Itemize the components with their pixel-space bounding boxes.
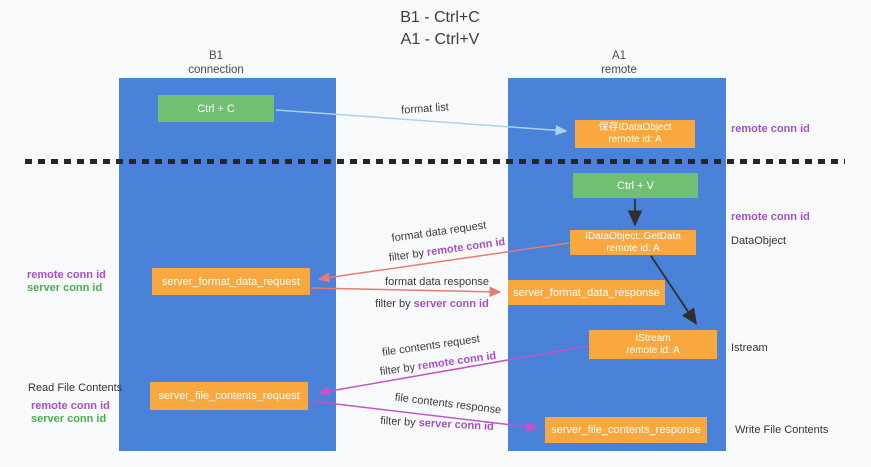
server-conn-id-text: server conn id — [413, 298, 489, 310]
server-format-data-request-box: server_format_data_request — [152, 268, 310, 295]
istream-box: IStream remote id: A — [589, 330, 717, 359]
left-column-name: B1 — [208, 50, 224, 62]
phase-divider-dashed-line — [25, 159, 845, 164]
right-column-subtitle: remote — [601, 64, 637, 76]
left-remote-conn-id-label-2: remote conn id — [31, 400, 110, 412]
ctrl-v-box: Ctrl + V — [573, 173, 698, 198]
left-column-subtitle: connection — [188, 64, 244, 76]
filter-by-text: filter by — [375, 298, 411, 310]
server-format-data-request-label: server_format_data_request — [161, 275, 301, 288]
ctrl-v-label: Ctrl + V — [617, 179, 654, 192]
idataobject-getdata-line1: IDataObject::GetData — [585, 230, 681, 242]
diagram-title: B1 - Ctrl+C A1 - Ctrl+V — [340, 7, 540, 51]
format-list-label: format list — [400, 101, 450, 117]
dataobject-side-label: DataObject — [731, 235, 787, 247]
remote-conn-id-side-label-top: remote conn id — [731, 123, 810, 135]
left-server-conn-id-label: server conn id — [27, 282, 103, 294]
remote-conn-id-side-label-mid: remote conn id — [731, 211, 810, 223]
right-column-header: A1 remote — [559, 49, 679, 77]
left-conn-id-pair-2: remote conn id server conn id — [31, 400, 110, 426]
server-file-contents-response-label: server_file_contents_response — [551, 424, 701, 436]
left-remote-conn-id-label: remote conn id — [27, 269, 106, 281]
filter-by-text: filter by — [379, 415, 416, 429]
arrow-format-data-response — [310, 286, 502, 298]
format-data-response-label: format data response — [385, 276, 489, 288]
title-line-2: A1 - Ctrl+V — [400, 31, 480, 48]
filter-by-text: filter by — [379, 361, 416, 379]
idataobject-getdata-box: IDataObject::GetData remote id: A — [570, 230, 696, 255]
write-file-contents-label: Write File Contents — [735, 424, 829, 436]
save-idataobject-line1: 保存IDataObject — [598, 122, 672, 133]
server-conn-id-text: server conn id — [418, 417, 495, 433]
save-idataobject-box: 保存IDataObject remote id: A — [575, 120, 695, 148]
left-conn-id-pair-1: remote conn id server conn id — [27, 269, 106, 295]
server-file-contents-response-box: server_file_contents_response — [545, 417, 707, 443]
title-line-1: B1 - Ctrl+C — [400, 9, 480, 26]
right-column-name: A1 — [611, 50, 627, 62]
ctrl-c-label: Ctrl + C — [197, 102, 235, 115]
idataobject-getdata-line2: remote id: A — [606, 242, 660, 254]
istream-line1: IStream — [635, 332, 671, 344]
left-server-conn-id-label-2: server conn id — [31, 413, 107, 425]
istream-line2: remote id: A — [626, 344, 680, 356]
istream-side-label: Istream — [731, 342, 768, 354]
remote-conn-id-text: remote conn id — [417, 349, 497, 373]
server-format-data-response-box: server_format_data_response — [508, 280, 665, 305]
remote-conn-id-text: remote conn id — [426, 235, 506, 259]
server-file-contents-request-label: server_file_contents_request — [158, 390, 300, 402]
read-file-contents-label: Read File Contents — [28, 382, 123, 394]
filter-by-text: filter by — [388, 247, 425, 265]
server-file-contents-request-box: server_file_contents_request — [150, 382, 308, 410]
ctrl-c-box: Ctrl + C — [158, 95, 274, 122]
server-format-data-response-label: server_format_data_response — [513, 286, 660, 299]
file-contents-response-label: file contents response — [394, 391, 502, 417]
save-idataobject-line2: remote id: A — [608, 134, 662, 145]
left-column-header: B1 connection — [156, 49, 276, 77]
